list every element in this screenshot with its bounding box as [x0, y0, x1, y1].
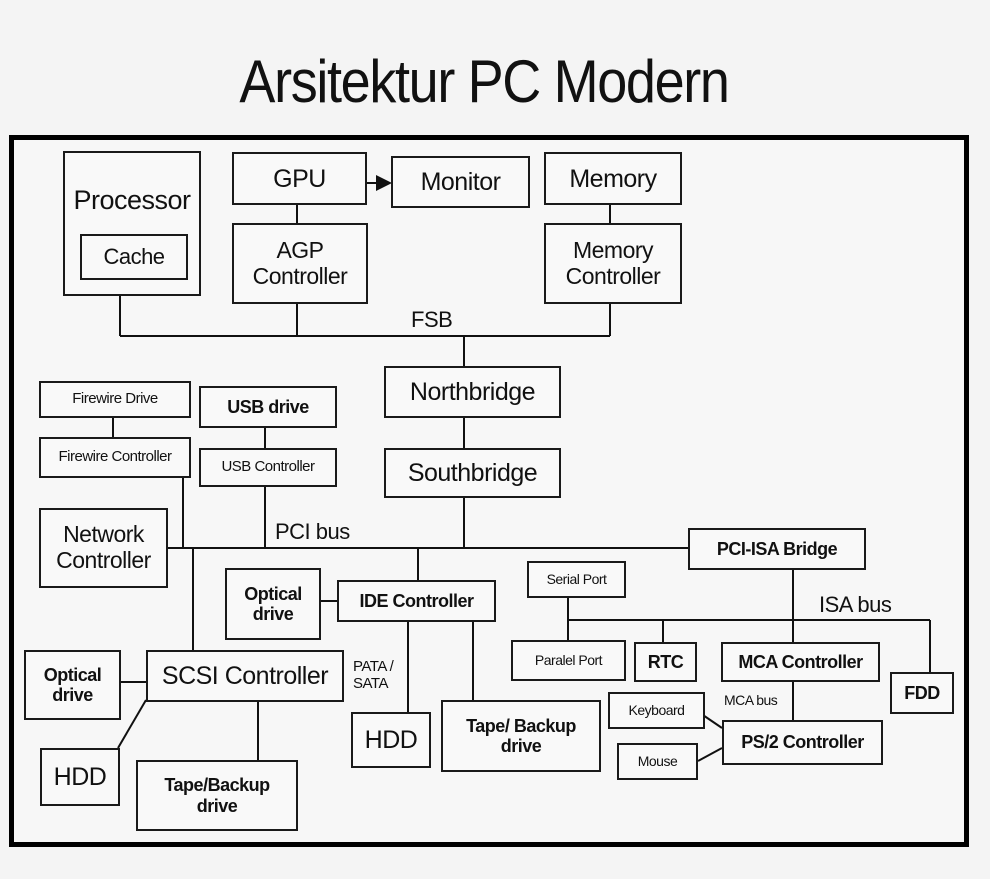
usb-controller-box: USB Controller: [199, 448, 337, 487]
network-controller-label: Network Controller: [56, 521, 151, 573]
gpu-label: GPU: [273, 164, 326, 193]
keyboard-box: Keyboard: [608, 692, 705, 729]
keyboard-label: Keyboard: [628, 701, 685, 718]
paralel-port-label: Paralel Port: [534, 651, 603, 668]
hdd-scsi-box: HDD: [40, 748, 120, 806]
pci-isa-bridge-label: PCI-ISA Bridge: [716, 538, 838, 559]
pci-bus-label: PCI bus: [275, 519, 350, 544]
gpu-box: GPU: [232, 152, 367, 205]
fdd-label: FDD: [904, 682, 940, 703]
agp-controller-label: AGP Controller: [252, 236, 348, 289]
optical-drive-scsi-label: Optical drive: [43, 664, 102, 705]
rtc-box: RTC: [634, 642, 697, 682]
fdd-box: FDD: [890, 672, 954, 714]
serial-port-label: Serial Port: [546, 570, 607, 587]
network-controller-box: Network Controller: [39, 508, 168, 588]
ps2-controller-label: PS/2 Controller: [741, 732, 864, 753]
mca-controller-box: MCA Controller: [721, 642, 880, 682]
mouse-label: Mouse: [637, 752, 678, 769]
usb-drive-label: USB drive: [227, 396, 309, 417]
firewire-controller-box: Firewire Controller: [39, 437, 191, 478]
hdd-scsi-label: HDD: [53, 763, 107, 791]
rtc-label: RTC: [647, 651, 684, 672]
memory-label: Memory: [569, 164, 657, 193]
paralel-port-box: Paralel Port: [511, 640, 626, 681]
cache-box: Cache: [80, 234, 188, 280]
agp-controller-box: AGP Controller: [232, 223, 368, 304]
optical-drive-scsi-box: Optical drive: [24, 650, 121, 720]
hdd-ide-label: HDD: [364, 726, 418, 754]
tape-backup-ide-box: Tape/ Backup drive: [441, 700, 601, 772]
optical-drive-ide-box: Optical drive: [225, 568, 321, 640]
mca-bus-label: MCA bus: [724, 692, 778, 708]
tape-backup-scsi-box: Tape/Backup drive: [136, 760, 298, 831]
firewire-drive-box: Firewire Drive: [39, 381, 191, 418]
ide-controller-box: IDE Controller: [337, 580, 496, 622]
usb-controller-label: USB Controller: [221, 458, 315, 476]
page-title: Arsitektur PC Modern: [239, 48, 730, 115]
optical-drive-ide-label: Optical drive: [244, 583, 302, 624]
usb-drive-box: USB drive: [199, 386, 337, 428]
southbridge-box: Southbridge: [384, 448, 561, 498]
firewire-controller-label: Firewire Controller: [58, 448, 172, 466]
monitor-box: Monitor: [391, 156, 530, 208]
scsi-controller-label: SCSI Controller: [161, 662, 329, 690]
southbridge-label: Southbridge: [407, 459, 538, 487]
memory-controller-label: Memory Controller: [565, 236, 661, 289]
cache-label: Cache: [103, 243, 165, 269]
tape-backup-ide-label: Tape/ Backup drive: [466, 715, 576, 756]
tape-backup-scsi-label: Tape/Backup drive: [164, 775, 270, 816]
northbridge-box: Northbridge: [384, 366, 561, 418]
processor-label: Processor: [73, 185, 191, 215]
memory-controller-box: Memory Controller: [544, 223, 682, 304]
mouse-box: Mouse: [617, 743, 698, 780]
ps2-controller-box: PS/2 Controller: [722, 720, 883, 765]
serial-port-box: Serial Port: [527, 561, 626, 598]
hdd-ide-box: HDD: [351, 712, 431, 768]
isa-bus-label: ISA bus: [819, 592, 892, 617]
ide-controller-label: IDE Controller: [359, 590, 474, 611]
pata-sata-label: PATA / SATA: [353, 658, 394, 693]
fsb-label: FSB: [411, 307, 453, 332]
pci-isa-bridge-box: PCI-ISA Bridge: [688, 528, 866, 570]
northbridge-label: Northbridge: [409, 378, 536, 406]
scsi-controller-box: SCSI Controller: [146, 650, 344, 702]
firewire-drive-label: Firewire Drive: [72, 390, 158, 408]
mca-controller-label: MCA Controller: [738, 651, 863, 672]
monitor-label: Monitor: [420, 168, 501, 196]
memory-box: Memory: [544, 152, 682, 205]
